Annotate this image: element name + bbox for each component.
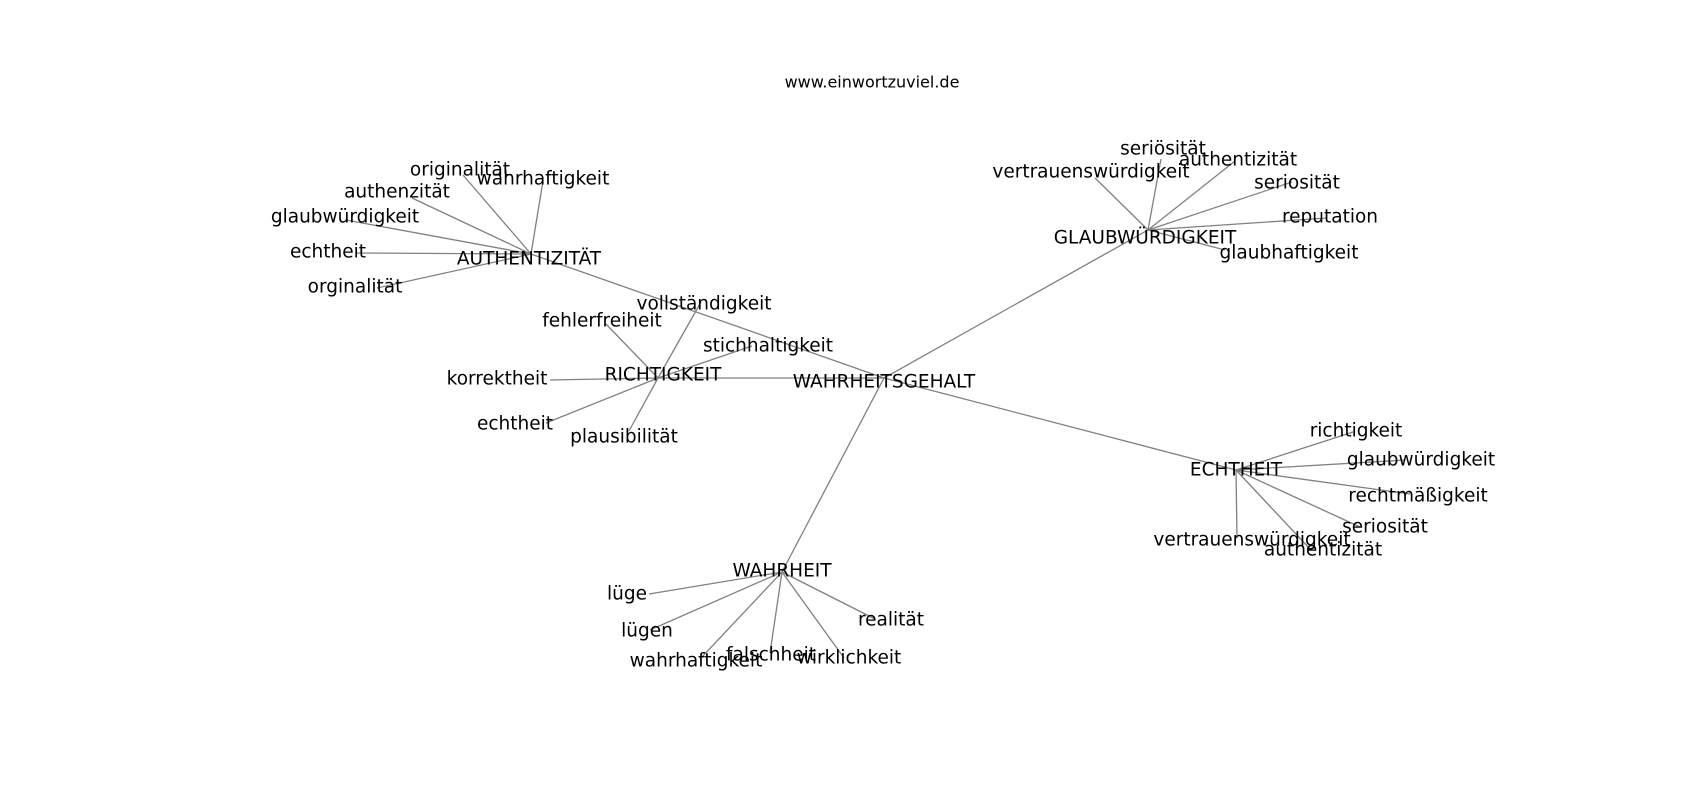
edge-glaubwuerdigkeit-seriositaet xyxy=(1147,181,1293,231)
leaf-node-wahrheit-wahrhaftigkeit: wahrhaftigkeit xyxy=(630,651,763,672)
leaf-node-authentizitaet-authenzitaet: authenzität xyxy=(344,182,450,203)
hub-node-wahrheit: WAHRHEIT xyxy=(732,561,832,582)
hub-node-glaubwuerdigkeit: GLAUBWÜRDIGKEIT xyxy=(1054,227,1237,249)
leaf-node-echtheit-authentizitaet: authentizität xyxy=(1264,540,1382,561)
leaf-node-authentizitaet-wahrhaftigkeit: wahrhaftigkeit xyxy=(477,169,610,190)
leaf-node-wahrheit-luegen: lügen xyxy=(621,621,673,642)
edge-richtigkeit-korrektheit xyxy=(549,377,659,381)
leaf-node-glaubwuerdigkeit-serioesitaet: seriösität xyxy=(1120,139,1206,160)
edge-wahrheit-wahrhaftigkeit xyxy=(699,571,783,660)
leaf-node-echtheit-seriositaet: seriosität xyxy=(1342,517,1428,538)
edge-glaubwuerdigkeit-authentizitaet xyxy=(1147,160,1236,231)
edge-wahrheit-luegen xyxy=(649,571,783,631)
edge-echtheit-richtigkeit xyxy=(1235,431,1354,471)
leaf-node-echtheit-glaubwuerdigkeit: glaubwürdigkeit xyxy=(1347,450,1495,471)
leaf-node-richtigkeit-stichhaltigkeit: stichhaltigkeit xyxy=(703,336,833,357)
edge-authentizitaet-glaubwuerdigkeit xyxy=(345,219,532,255)
leaf-node-richtigkeit-fehlerfreiheit: fehlerfreiheit xyxy=(542,311,661,332)
edges-layer xyxy=(345,158,1411,660)
edge-glaubwuerdigkeit-glaubhaftigkeit xyxy=(1147,229,1226,251)
edge-echtheit-seriositaet xyxy=(1235,469,1361,528)
hub-node-richtigkeit: RICHTIGKEIT xyxy=(605,365,723,386)
edge-richtigkeit-echtheit xyxy=(545,377,659,424)
leaf-node-glaubwuerdigkeit-reputation: reputation xyxy=(1282,207,1378,228)
edge-root-echtheit xyxy=(883,377,1237,471)
edge-wahrheit-wirklichkeit xyxy=(781,571,845,659)
edge-authentizitaet-orginalitaet xyxy=(376,253,532,289)
leaf-node-authentizitaet-glaubwuerdigkeit: glaubwürdigkeit xyxy=(271,207,419,228)
leaf-node-glaubwuerdigkeit-glaubhaftigkeit: glaubhaftigkeit xyxy=(1220,243,1359,264)
edge-authentizitaet-originalitaet xyxy=(462,174,532,255)
hub-node-authentizitaet: AUTHENTIZITÄT xyxy=(457,249,602,270)
leaf-node-wahrheit-luege: lüge xyxy=(607,584,647,605)
hub-node-echtheit: ECHTHEIT xyxy=(1190,460,1283,481)
edge-root-wahrheit xyxy=(781,377,885,573)
edge-richtigkeit-fehlerfreiheit xyxy=(605,323,659,379)
edge-richtigkeit-stichhaltigkeit xyxy=(657,345,753,379)
leaf-node-authentizitaet-echtheit: echtheit xyxy=(290,242,366,263)
edge-wahrheit-realitaet xyxy=(781,571,876,620)
leaf-node-authentizitaet-orginalitaet: orginalität xyxy=(308,277,403,298)
edge-authentizitaet-authenzitaet xyxy=(411,197,532,255)
leaf-node-echtheit-richtigkeit: richtigkeit xyxy=(1310,421,1403,442)
leaf-node-richtigkeit-korrektheit: korrektheit xyxy=(447,369,548,390)
edge-echtheit-authentizitaet xyxy=(1235,469,1311,550)
edge-echtheit-rechtmaessigkeit xyxy=(1235,469,1411,495)
leaf-node-richtigkeit-vollstaendigkeit: vollständigkeit xyxy=(637,294,772,315)
leaf-node-wahrheit-falschheit: falschheit xyxy=(726,645,816,666)
labels-layer: WAHRHEITSGEHALT AUTHENTIZITÄT originalität… xyxy=(271,139,1495,672)
edge-echtheit-glaubwuerdigkeit xyxy=(1235,459,1406,471)
leaf-node-richtigkeit-plausibilitaet: plausibilität xyxy=(570,427,678,448)
edge-glaubwuerdigkeit-vertrauenswuerdigkeit xyxy=(1094,177,1149,231)
edge-authentizitaet-echtheit xyxy=(355,252,532,255)
leaf-node-richtigkeit-echtheit: echtheit xyxy=(477,414,553,435)
leaf-node-glaubwuerdigkeit-seriositaet: seriosität xyxy=(1254,173,1340,194)
edge-wahrheit-luege xyxy=(648,571,783,595)
edge-glaubwuerdigkeit-reputation xyxy=(1147,217,1328,231)
leaf-node-echtheit-vertrauenswuerdigkeit: vertrauenswürdigkeit xyxy=(1153,530,1350,551)
root-node-label: WAHRHEITSGEHALT xyxy=(793,372,976,393)
leaf-node-glaubwuerdigkeit-vertrauenswuerdigkeit: vertrauenswürdigkeit xyxy=(992,162,1189,183)
edge-root-authentizitaet xyxy=(530,253,885,379)
edge-wahrheit-falschheit xyxy=(769,571,783,654)
leaf-node-wahrheit-wirklichkeit: wirklichkeit xyxy=(797,648,902,669)
leaf-node-authentizitaet-originalitaet: originalität xyxy=(410,160,510,181)
edge-glaubwuerdigkeit-serioesitaet xyxy=(1147,158,1162,231)
leaf-node-wahrheit-realitaet: realität xyxy=(858,610,924,631)
edge-authentizitaet-wahrhaftigkeit xyxy=(530,180,544,255)
edge-echtheit-vertrauenswuerdigkeit xyxy=(1235,469,1238,539)
leaf-node-glaubwuerdigkeit-authentizitaet: authentizität xyxy=(1179,150,1297,171)
edge-richtigkeit-vollstaendigkeit xyxy=(657,301,702,379)
edge-richtigkeit-plausibilitaet xyxy=(628,377,659,432)
edge-root-glaubwuerdigkeit xyxy=(883,229,1149,379)
site-url-title: www.einwortzuviel.de xyxy=(785,73,960,92)
leaf-node-echtheit-rechtmaessigkeit: rechtmäßigkeit xyxy=(1348,486,1487,507)
